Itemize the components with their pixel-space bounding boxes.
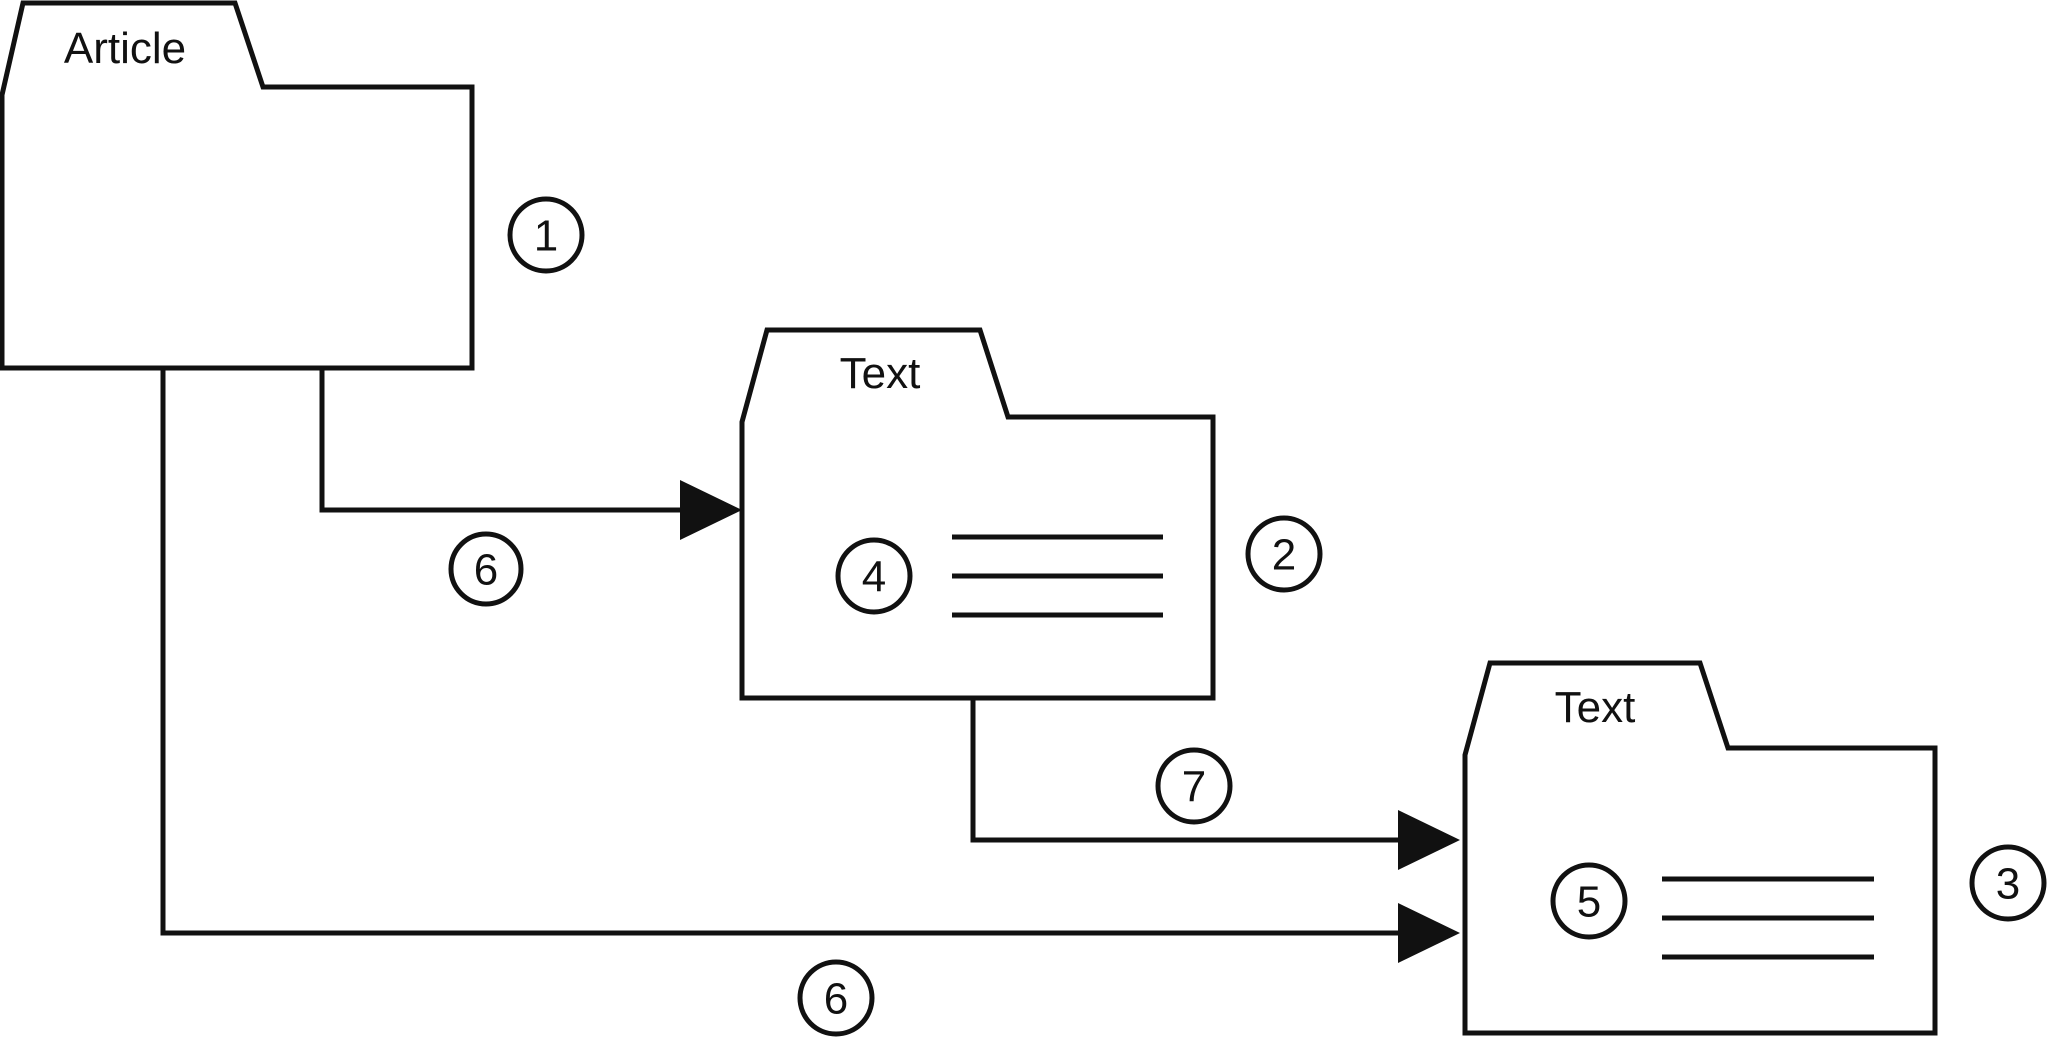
arrow-article-to-text2: 6 (319, 368, 742, 607)
folder-icon (739, 327, 1216, 701)
article-folder: Article (0, 0, 475, 371)
badge-2-number: 2 (1272, 530, 1296, 579)
badge-6-upper: 6 (448, 531, 524, 607)
badge-4: 4 (835, 537, 913, 615)
text-folder-3: Text 5 (1462, 660, 1938, 1036)
article-folder-label: Article (64, 24, 186, 73)
badge-1-number: 1 (534, 211, 558, 260)
badge-1: 1 (507, 196, 585, 274)
text-folder-2-label: Text (840, 349, 921, 398)
arrowhead-icon (680, 480, 742, 540)
connector-line (970, 698, 1402, 843)
folder-icon (0, 0, 475, 371)
arrowhead-icon (1398, 903, 1460, 963)
badge-6-upper-number: 6 (474, 545, 498, 594)
badge-7-number: 7 (1182, 762, 1206, 811)
connector-line (319, 368, 684, 513)
badge-5: 5 (1550, 862, 1628, 940)
badge-2: 2 (1245, 515, 1323, 593)
arrow-article-to-text3: 6 (160, 368, 1460, 1037)
badge-5-number: 5 (1577, 877, 1601, 926)
text-lines-icon (952, 534, 1163, 618)
badge-6-lower-number: 6 (824, 974, 848, 1023)
text-lines-icon (1662, 876, 1874, 960)
folder-icon (1462, 660, 1938, 1036)
badge-6-lower: 6 (797, 959, 875, 1037)
badge-3: 3 (1969, 844, 2047, 922)
text-folder-3-label: Text (1555, 683, 1636, 732)
arrowhead-icon (1398, 810, 1460, 870)
badge-7: 7 (1155, 747, 1233, 825)
badge-3-number: 3 (1996, 859, 2020, 908)
text-folder-2: Text 4 (739, 327, 1216, 701)
arrow-text2-to-text3: 7 (970, 698, 1460, 870)
badge-4-number: 4 (862, 552, 886, 601)
connector-line (160, 368, 1402, 936)
